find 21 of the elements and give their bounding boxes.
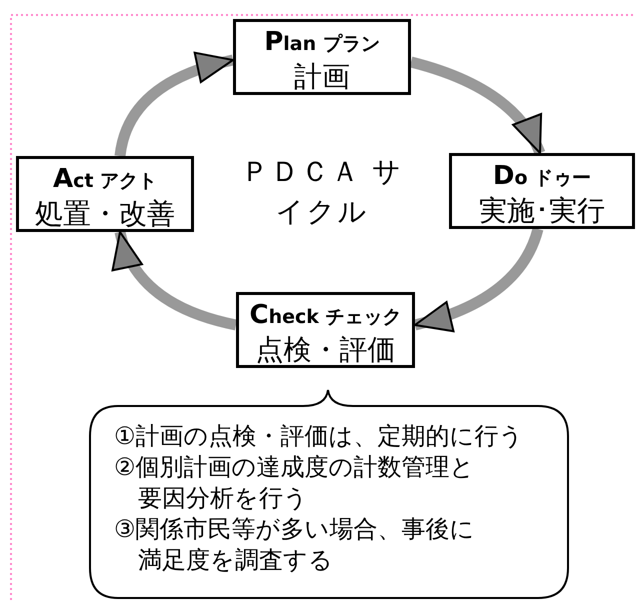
cycle-arrow xyxy=(414,227,544,332)
step-box xyxy=(16,156,194,232)
step-name: Act アクト xyxy=(52,163,158,196)
step-label: 処置・改善 xyxy=(34,197,176,231)
cycle-arrow xyxy=(114,230,238,330)
step-box xyxy=(449,153,635,229)
callout-bubble xyxy=(88,388,570,600)
cycle-title: ＰＤＣＡ サイクル xyxy=(240,154,404,230)
step-label: 計画 xyxy=(293,60,351,94)
step-box xyxy=(233,19,411,95)
step-name: Check チェック xyxy=(248,299,403,332)
step-name: Plan プラン xyxy=(263,26,381,59)
step-box xyxy=(236,292,415,368)
step-name: Do ドゥー xyxy=(492,160,592,193)
note-text: ③関係市民等が多い場合、事後に満足度を調査する xyxy=(114,514,476,576)
cycle-arrow xyxy=(410,56,546,156)
step-label: 実施･実行 xyxy=(478,194,606,228)
note-text: ②個別計画の達成度の計数管理と要因分析を行う xyxy=(114,452,476,514)
step-label: 点検・評価 xyxy=(254,333,396,367)
note-text: ①計画の点検・評価は、定期的に行う xyxy=(114,421,525,452)
cycle-arrow xyxy=(114,52,234,157)
